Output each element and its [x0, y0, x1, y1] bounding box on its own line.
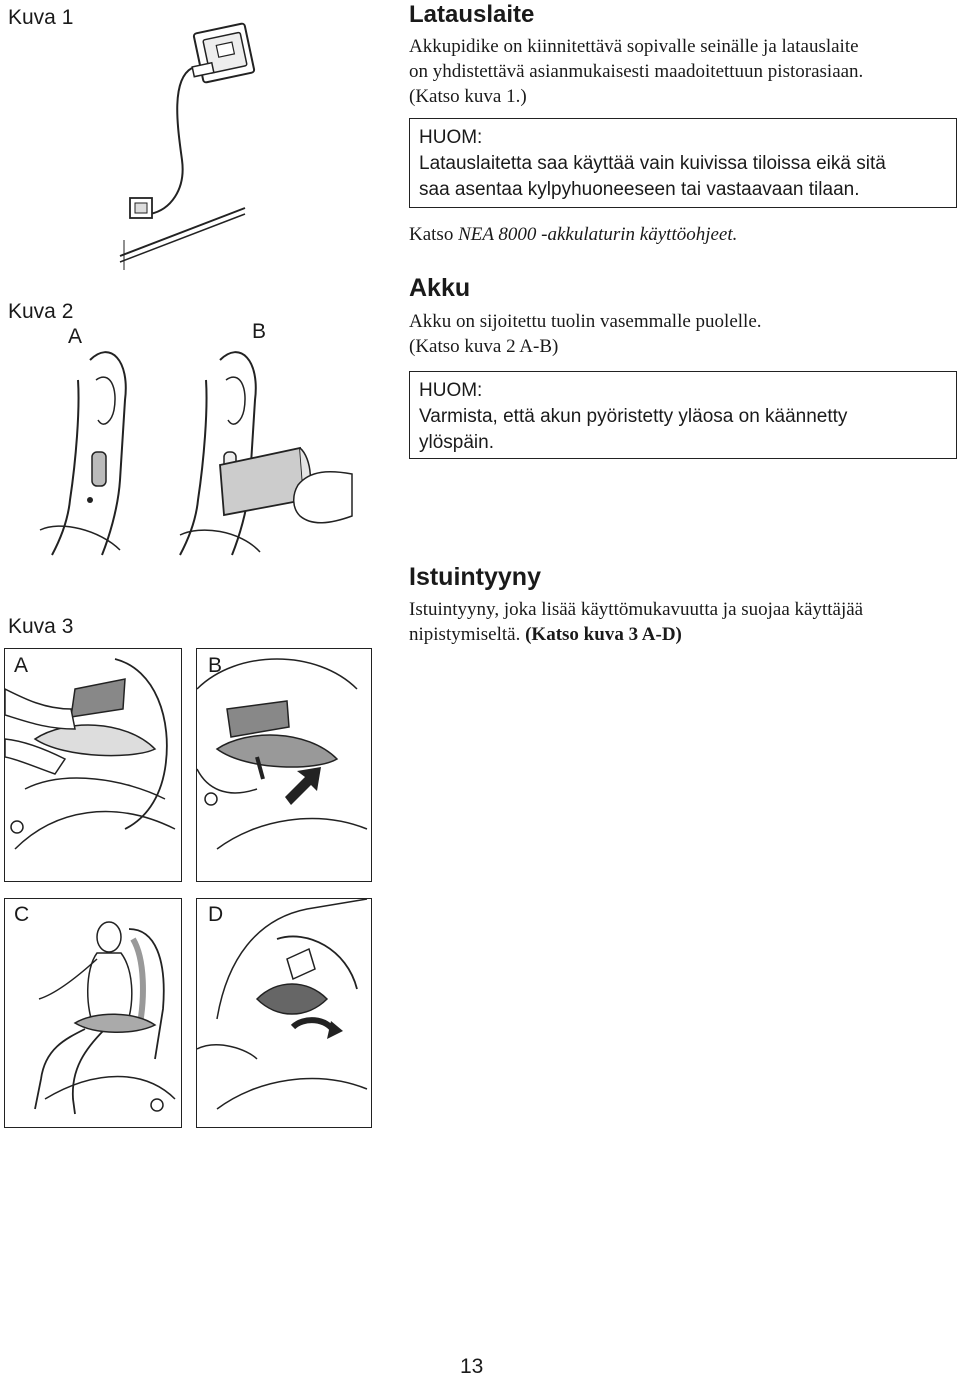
latauslaite-ref: (Katso kuva 1.) [409, 86, 527, 107]
latauslaite-text-line2: on yhdistettävä asianmukaisesti maadoite… [409, 61, 864, 82]
figure-2b-label: B [252, 320, 267, 343]
user-seated-illustration [34, 921, 176, 1115]
figure-3d-label: D [208, 903, 224, 926]
figure-3a-label: A [14, 654, 29, 677]
figure-3c-frame [4, 898, 182, 1128]
akku-note-box: HUOM: Varmista, että akun pyöristetty yl… [409, 371, 957, 459]
charger-illustration [110, 10, 260, 270]
latauslaite-heading: Latauslaite [409, 1, 535, 28]
figure-2-label: Kuva 2 [8, 300, 74, 323]
latauslaite-note-line1: Latauslaitetta saa käyttää vain kuivissa… [419, 153, 886, 174]
figure-3b-frame [196, 648, 372, 882]
latauslaite-text-line1: Akkupidike on kiinnitettävä sopivalle se… [409, 36, 859, 57]
see-manual-title: NEA 8000 -akkulaturin käyttöohjeet. [458, 224, 738, 245]
figure-3a-frame [4, 648, 182, 882]
seat-cushion-illustration-a [5, 658, 176, 850]
akku-note-line2: ylöspäin. [419, 432, 494, 453]
figure-2a-label: A [68, 325, 83, 348]
figure-1-label: Kuva 1 [8, 6, 74, 29]
akku-heading: Akku [409, 274, 471, 302]
akku-note-line1: Varmista, että akun pyöristetty yläosa o… [419, 406, 848, 427]
figure-3-label: Kuva 3 [8, 615, 74, 638]
seat-cushion-illustration-b [197, 658, 368, 850]
akku-ref: (Katso kuva 2 A-B) [409, 336, 559, 357]
seat-cushion-illustration-d [197, 899, 368, 1110]
figure-3b-label: B [208, 654, 223, 677]
istuintyyny-ref: (Katso kuva 3 A-D) [525, 624, 682, 645]
see-manual-prefix: Katso [409, 224, 459, 245]
istuintyyny-heading: Istuintyyny [409, 563, 541, 591]
akku-text: Akku on sijoitettu tuolin vasemmalle puo… [409, 311, 762, 332]
istuintyyny-text: Istuintyyny, joka lisää käyttömukavuutta… [409, 599, 864, 620]
latauslaite-note-line2: saa asentaa kylpyhuoneeseen tai vastaava… [419, 179, 860, 200]
figure-3d-frame [196, 898, 372, 1128]
latauslaite-note-box: HUOM: Latauslaitetta saa käyttää vain ku… [409, 118, 957, 208]
battery-illustration [30, 340, 360, 560]
istuintyyny-text2: nipistymiseltä. [409, 624, 521, 645]
latauslaite-note-title: HUOM: [419, 127, 483, 148]
page-number: 13 [460, 1355, 484, 1378]
akku-note-title: HUOM: [419, 380, 483, 401]
figure-3c-label: C [14, 903, 30, 926]
see-manual-line: Katso NEA 8000 -akkulaturin käyttöohjeet… [409, 222, 737, 247]
istuintyyny-text-line2: nipistymiseltä. (Katso kuva 3 A-D) [409, 622, 954, 647]
